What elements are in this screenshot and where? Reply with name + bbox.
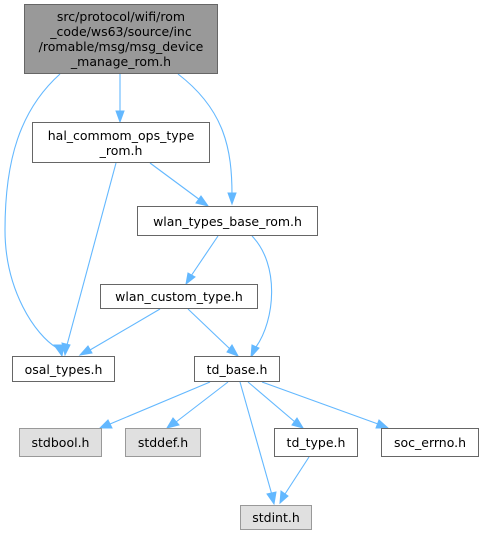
arrowhead	[195, 195, 210, 207]
edge-root-wlan-types-base	[177, 73, 233, 196]
arrowhead	[78, 345, 93, 356]
arrowhead	[279, 490, 289, 505]
edge-hal-ops-osal-types	[66, 162, 117, 346]
node-stddef[interactable]: stddef.h	[125, 428, 201, 457]
edge-wlan-custom-osal-types	[89, 308, 161, 351]
node-stdbool[interactable]: stdbool.h	[19, 428, 102, 457]
arrowhead	[266, 491, 277, 506]
node-td-type[interactable]: td_type.h	[274, 428, 358, 457]
edge-wlan-types-base-wlan-custom	[190, 235, 219, 277]
arrowhead	[226, 344, 240, 357]
node-root-header[interactable]: src/protocol/wifi/rom _code/ws63/source/…	[24, 4, 218, 74]
node-stdint[interactable]: stdint.h	[240, 505, 312, 530]
arrowhead	[165, 417, 180, 429]
edge-td-type-stdint	[284, 456, 310, 495]
arrowhead	[185, 272, 196, 286]
arrowhead	[291, 417, 305, 429]
edge-wlan-custom-td-base	[187, 308, 231, 350]
node-soc-errno[interactable]: soc_errno.h	[381, 428, 479, 457]
edge-td-base-stdint	[239, 381, 273, 496]
edge-wlan-types-base-td-base	[251, 235, 273, 348]
node-wlan-custom-type[interactable]: wlan_custom_type.h	[100, 284, 258, 309]
edge-td-base-td-type	[247, 381, 296, 423]
edge-hal-ops-wlan-types-base	[149, 162, 201, 201]
edge-root-osal-types	[4, 73, 61, 349]
arrowhead	[115, 110, 125, 124]
node-hal-commom-ops-type-rom[interactable]: hal_commom_ops_type _rom.h	[32, 122, 210, 163]
arrowhead	[375, 419, 390, 429]
node-wlan-types-base-rom[interactable]: wlan_types_base_rom.h	[137, 206, 318, 236]
node-td-base[interactable]: td_base.h	[194, 356, 280, 382]
arrowhead	[227, 192, 237, 206]
edge-td-base-stddef	[175, 381, 229, 423]
arrowhead	[98, 419, 113, 429]
arrowhead	[61, 342, 71, 357]
edge-td-base-soc-errno	[261, 381, 379, 425]
edge-td-base-stdbool	[109, 381, 211, 425]
arrowhead	[250, 344, 260, 359]
node-osal-types[interactable]: osal_types.h	[12, 356, 115, 382]
arrowhead	[53, 344, 65, 358]
